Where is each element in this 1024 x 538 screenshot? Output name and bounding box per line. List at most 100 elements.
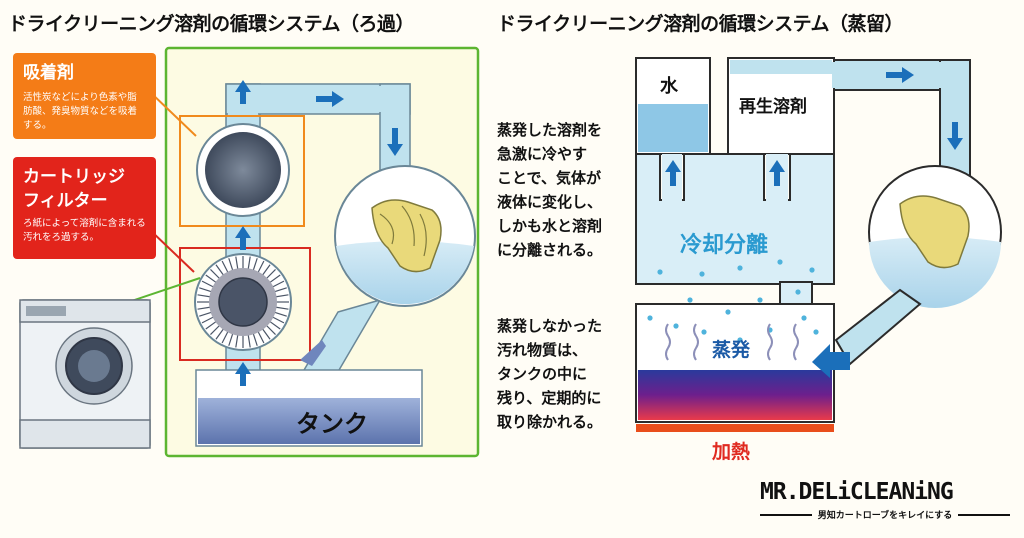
vapor-dot xyxy=(725,309,731,315)
text-top-line: しかも水と溶剤 xyxy=(497,217,603,235)
evaporation-label: 蒸発 xyxy=(712,338,751,361)
cartridge-heading-1: カートリッジ xyxy=(23,167,125,187)
vapor-dot xyxy=(801,315,807,321)
text-bottom-line: 取り除かれる。 xyxy=(497,413,603,431)
spike xyxy=(265,269,276,280)
vapor-dot xyxy=(813,329,819,335)
spike xyxy=(199,311,213,317)
vapor-dots xyxy=(647,259,819,343)
left-title: ドライクリーニング溶剤の循環システム（ろ過） xyxy=(8,13,415,35)
spike xyxy=(201,315,215,324)
spike xyxy=(273,287,287,293)
spike xyxy=(221,330,230,344)
vapor-dot xyxy=(687,297,693,303)
spike xyxy=(210,324,221,335)
spike xyxy=(256,330,265,344)
text-bottom-line: 蒸発しなかった xyxy=(497,317,603,335)
text-top-line: 液体に変化し、 xyxy=(497,193,603,211)
cooling-chamber xyxy=(635,153,835,285)
spike xyxy=(221,260,230,274)
spike xyxy=(252,258,258,272)
cartridge-callout: カートリッジ フィルター ろ紙によって溶剤に含まれる汚れをろ過する。 xyxy=(13,157,156,259)
vapor-dot xyxy=(757,297,763,303)
vapor-dot xyxy=(673,323,679,329)
spike xyxy=(268,320,281,330)
cartridge-spikes xyxy=(197,256,289,348)
spike xyxy=(201,280,215,289)
spike xyxy=(268,274,281,284)
flow-arrow-down xyxy=(387,128,403,156)
spike xyxy=(197,306,212,310)
text-top-line: 蒸発した溶剤を xyxy=(497,121,603,139)
spike xyxy=(210,269,221,280)
flow-arrow-up-3 xyxy=(235,362,251,386)
adsorbent-heading: 吸着剤 xyxy=(23,63,74,83)
heating-label: 加熱 xyxy=(711,440,750,463)
spike xyxy=(247,333,251,348)
text-top-line: 急激に冷やす xyxy=(497,145,588,163)
flow-arrow-up-2 xyxy=(235,226,251,250)
cartridge-heading-2: フィルター xyxy=(23,191,108,211)
spike xyxy=(271,280,285,289)
arrow-down-right xyxy=(947,122,963,150)
text-bottom-line: 残り、定期的に xyxy=(497,389,602,407)
vapor-dot xyxy=(809,267,815,273)
flow-arrow-diagonal xyxy=(300,340,326,366)
spike xyxy=(197,294,212,298)
spike xyxy=(199,287,213,293)
clothes xyxy=(371,199,442,273)
distillation-diagram: 水 再生溶剤 冷却分離 蒸発 加熱 xyxy=(635,57,1002,463)
spike xyxy=(215,264,225,277)
filtration-diagram: タンク xyxy=(19,46,480,458)
regenerated-label: 再生溶剤 xyxy=(739,96,807,117)
adsorbent-callout: 吸着剤 活性炭などにより色素や脂肪酸、発臭物質などを吸着する。 xyxy=(13,53,156,139)
arrow-left-return xyxy=(812,344,850,378)
flow-arrow-up-1 xyxy=(235,80,251,104)
arrow-up-water xyxy=(665,160,681,186)
spike xyxy=(235,256,239,271)
adsorbent-description: 活性炭などにより色素や脂肪酸、発臭物質などを吸着する。 xyxy=(23,92,138,131)
logo-sub: 男知カートローブをキレイにする xyxy=(817,511,953,521)
evaporation-arrows xyxy=(665,323,799,361)
spike xyxy=(261,327,271,340)
heater xyxy=(636,424,834,432)
spike xyxy=(228,258,234,272)
spike xyxy=(247,256,251,271)
spike xyxy=(205,274,218,284)
cartridge-description: ろ紙によって溶剤に含まれる汚れをろ過する。 xyxy=(23,218,146,243)
spike xyxy=(274,294,289,298)
spike xyxy=(228,332,234,346)
vapor-dot xyxy=(777,259,783,265)
arrow-up-regen xyxy=(769,160,785,186)
logo: MR.DELiCLEANiNG 男知カートローブをキレイにする xyxy=(760,478,1010,528)
text-top-line: ことで、気体が xyxy=(497,169,601,187)
spike xyxy=(252,332,258,346)
logo-main: MR.DELiCLEANiNG xyxy=(760,479,954,505)
spike xyxy=(235,333,239,348)
water-label: 水 xyxy=(660,75,679,97)
vapor-dot xyxy=(795,289,801,295)
right-title: ドライクリーニング溶剤の循環システム（蒸留） xyxy=(497,13,904,35)
text-bottom-line: タンクの中に xyxy=(497,365,588,383)
washing-machine xyxy=(19,299,151,449)
flow-arrow-right xyxy=(316,91,344,107)
vapor-dot xyxy=(699,271,705,277)
spike xyxy=(273,311,287,317)
tank-label: タンク xyxy=(296,410,368,438)
vapor-dot xyxy=(657,269,663,275)
spike xyxy=(261,264,271,277)
spike xyxy=(265,324,276,335)
arrow-right-top xyxy=(886,67,914,83)
distillation-text-bottom: 蒸発しなかった 汚れ物質は、 タンクの中に 残り、定期的に 取り除かれる。 xyxy=(497,314,602,434)
spike xyxy=(271,315,285,324)
vapor-dot xyxy=(701,329,707,335)
distillation-text-top: 蒸発した溶剤を 急激に冷やす ことで、気体が 液体に変化し、 しかも水と溶剤 に… xyxy=(497,118,602,262)
adsorbent-frame xyxy=(179,115,305,227)
spike xyxy=(256,260,265,274)
spike xyxy=(215,327,225,340)
vapor-dot xyxy=(647,315,653,321)
clothes-right xyxy=(899,195,970,269)
vapor-dot xyxy=(737,265,743,271)
cooling-label: 冷却分離 xyxy=(680,232,768,258)
vapor-dot xyxy=(737,337,743,343)
